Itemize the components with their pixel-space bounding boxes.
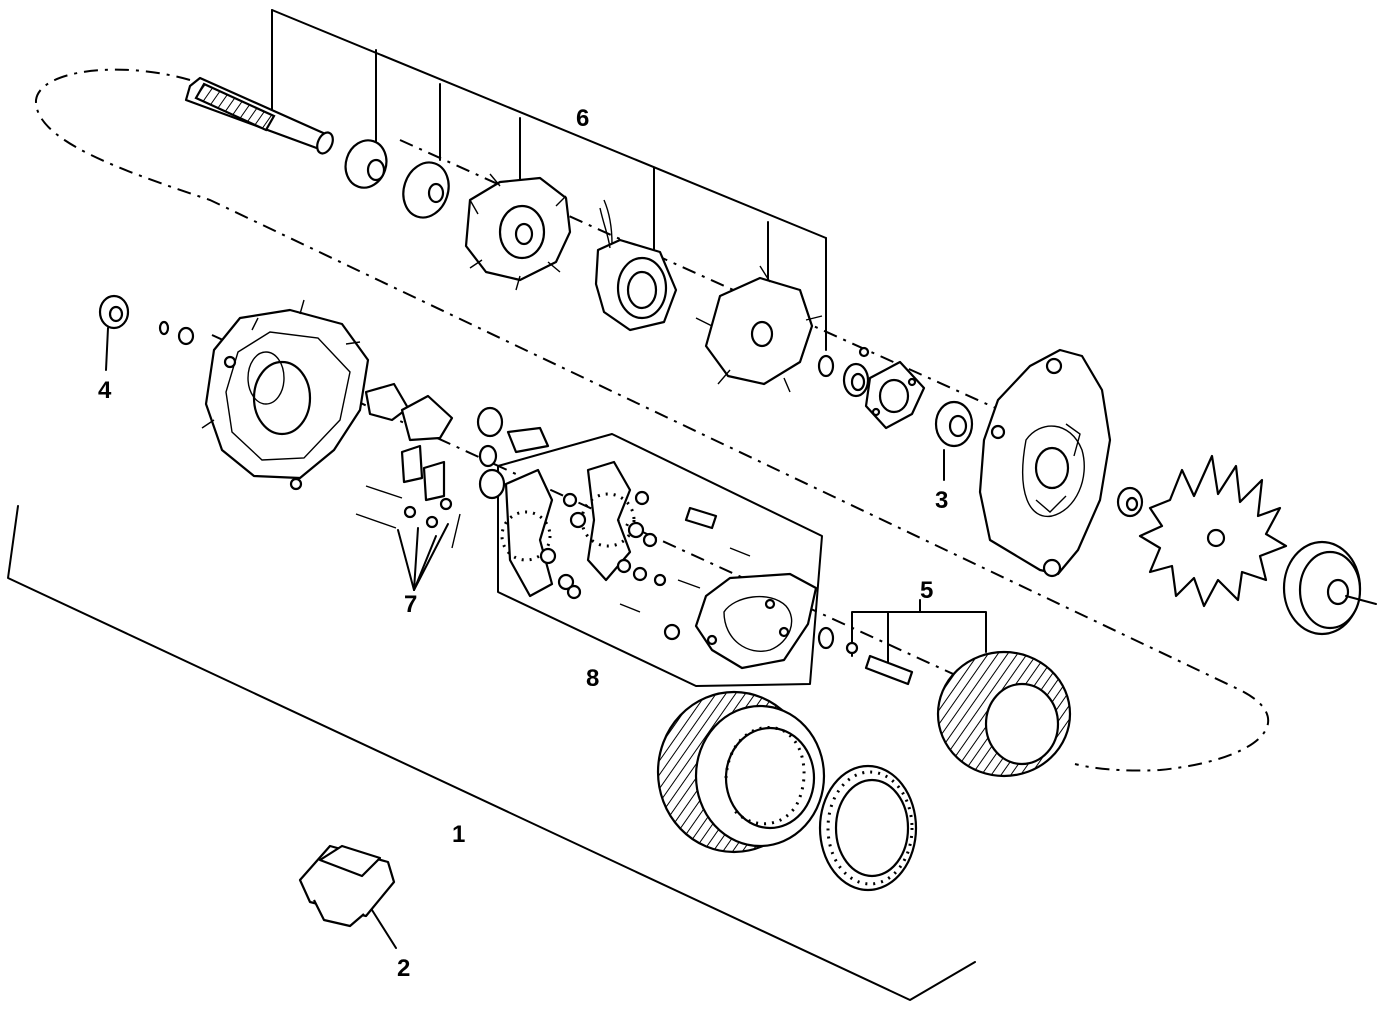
slip-ring-end-housing [201,299,370,491]
small-washers [158,320,195,346]
rotor-spacer [402,161,450,219]
stator-core [936,650,1072,778]
rotor-winding-assembly [656,690,826,854]
rotor-field-coil [594,199,678,332]
rectifier-fasteners [539,490,718,641]
callout-5-label: 5 [920,577,933,604]
front-bearing [934,400,974,448]
rear-bearing-small [842,346,870,398]
rectifier-heat-sink-left [500,468,554,598]
pulley-spacer [1116,486,1144,518]
rotor-rear-spacer [817,354,835,378]
callout-6-label: 6 [576,105,589,132]
rotor-pole-piece-front [464,173,572,291]
bracket-1-group [7,505,976,1001]
assembly-dashed-loop [34,68,1270,772]
rotor-pole-piece-rear [695,265,823,393]
drive-end-housing [978,348,1112,578]
rotor-shaft [184,76,334,155]
rectifier-bridge [694,572,818,670]
voltage-regulator [298,844,397,949]
bracket-6-group [271,9,827,351]
brush-holder-assembly [364,382,454,502]
rectifier-group-frame [497,433,823,687]
callout-5-bracket [851,599,987,665]
stator-hardware [817,626,914,686]
stator-terminal-insulators [619,547,751,613]
stator-winding-ring [818,764,918,892]
rotor-front-bearing [344,139,388,189]
terminal-hardware [355,485,461,549]
callout-4-leader [105,327,109,371]
rectifier-mounting-bushings [476,406,506,500]
callout-2-label: 2 [397,955,410,982]
drive-pulley [1282,540,1377,636]
rotor-axis-dashed [399,139,1001,411]
callout-1-label: 1 [452,821,465,848]
callout-7-label: 7 [404,591,417,618]
bearing-retainer-plate [864,360,926,430]
callout-4-label: 4 [98,377,112,404]
callout-7-leaders [397,523,449,591]
cooling-fan [1138,454,1288,608]
callout-3-label: 3 [935,487,948,514]
rear-housing-bearing [98,294,130,330]
callout-8-label: 8 [586,665,599,692]
rectifier-insulator-pad [506,426,550,454]
